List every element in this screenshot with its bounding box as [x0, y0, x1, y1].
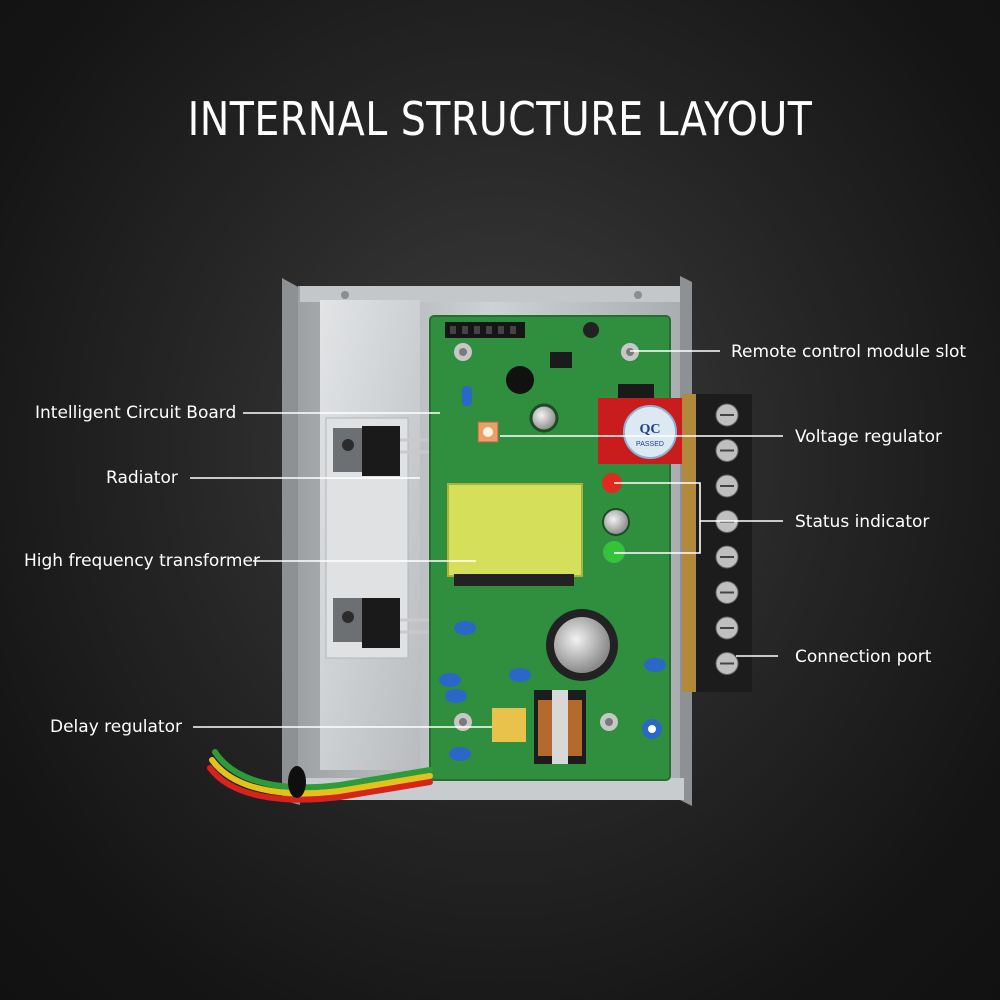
terminal-block — [682, 394, 752, 692]
blue-caps — [439, 621, 666, 761]
label-voltage-regulator: Voltage regulator — [795, 427, 943, 447]
status-leds — [602, 473, 630, 563]
leader-status-indicator-red — [614, 482, 783, 522]
label-remote-control-module-slot: Remote control module slot — [731, 342, 967, 362]
transformer — [447, 483, 583, 586]
radiator-heatsink — [320, 300, 440, 770]
page-title: INTERNAL STRUCTURE LAYOUT — [187, 92, 813, 146]
label-connection-port: Connection port — [795, 647, 932, 667]
power-wires — [207, 749, 433, 803]
label-radiator: Radiator — [106, 468, 178, 488]
leader-lines — [190, 350, 783, 728]
blue-capacitor — [462, 386, 472, 406]
voltage-regulator-pot — [477, 421, 499, 443]
label-intelligent-circuit-board: Intelligent Circuit Board — [35, 403, 237, 423]
capacitor-large — [546, 609, 618, 681]
label-high-frequency-transformer: High frequency transformer — [24, 551, 260, 571]
label-status-indicator: Status indicator — [795, 512, 930, 532]
qc-sticker-text: QC — [640, 422, 661, 437]
delay-regulator-pot — [492, 708, 662, 742]
leader-status-indicator-green — [614, 521, 701, 554]
capacitor-small — [529, 403, 559, 433]
cable-grommet — [288, 766, 306, 798]
inductor-coil — [534, 690, 586, 764]
qc-sticker-subtext: PASSED — [636, 441, 664, 448]
label-delay-regulator: Delay regulator — [50, 717, 182, 737]
